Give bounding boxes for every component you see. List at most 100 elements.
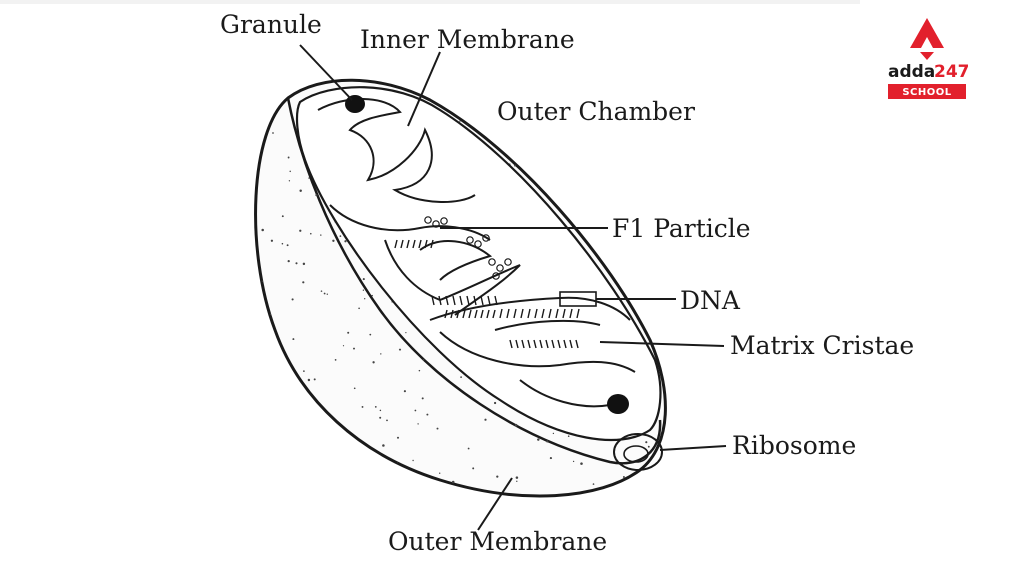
crista-ridge	[480, 295, 484, 306]
f1-particle-dot	[440, 217, 448, 225]
stipple-dot	[293, 422, 297, 426]
logo-tagline-bar	[888, 84, 966, 99]
stipple-dot	[281, 215, 284, 218]
top-band	[0, 0, 860, 4]
crista-ridge	[418, 239, 422, 249]
stipple-dot	[310, 232, 312, 235]
stipple-dot	[418, 369, 421, 372]
stipple-dot	[509, 147, 511, 149]
crista-ridge	[557, 339, 561, 349]
stipple-dot	[537, 438, 540, 441]
crista-ridge	[406, 239, 410, 249]
stipple-dot	[320, 290, 323, 292]
stipple-dot	[311, 410, 313, 413]
label-f1-particle: F1 Particle	[612, 214, 751, 243]
stipple-dot	[608, 196, 611, 199]
stipple-dot	[352, 468, 354, 470]
stipple-dot	[358, 307, 360, 310]
stipple-dot	[636, 477, 639, 480]
crista-ridge	[520, 308, 524, 319]
crista-ridge	[545, 339, 549, 349]
stipple-dot	[632, 179, 635, 182]
crista-ridge	[456, 309, 460, 319]
stipple-dot	[642, 262, 645, 265]
crista-ridge	[492, 309, 496, 319]
stipple-dot	[567, 435, 570, 437]
leader-ribosome	[659, 445, 727, 451]
stipple-dot	[308, 177, 310, 179]
logo-number: 247	[934, 62, 968, 82]
f1-particle-dot	[474, 240, 482, 248]
granule-dot-lower	[607, 394, 629, 414]
stipple-dot	[439, 472, 441, 474]
stipple-dot	[357, 469, 359, 472]
f1-particle-dot	[482, 234, 490, 242]
stipple-dot	[639, 254, 643, 257]
stipple-dot	[369, 333, 372, 336]
stipple-dot	[320, 234, 322, 236]
stipple-dot	[567, 140, 570, 143]
crista-ridge	[576, 308, 580, 319]
crista-ridge	[480, 309, 484, 319]
stipple-dot	[524, 167, 527, 170]
stipple-dot	[379, 409, 382, 412]
crista-ridge	[445, 295, 449, 306]
stipple-dot	[332, 239, 335, 242]
stipple-dot	[385, 459, 388, 462]
stipple-dot	[314, 434, 317, 437]
stipple-dot	[302, 281, 305, 284]
stipple-dot	[288, 180, 291, 182]
crista-ridge	[534, 308, 538, 319]
leader-lines	[299, 44, 727, 531]
stipple-dot	[291, 298, 294, 301]
logo-brand: adda	[888, 62, 935, 82]
f1-particle-dot	[492, 272, 500, 280]
stipple-dot	[645, 441, 648, 444]
stipple-dot	[607, 149, 610, 152]
stipple-dot	[364, 298, 366, 300]
stipple-dot	[296, 485, 299, 488]
stipple-dot	[552, 432, 555, 435]
stipple-dot	[313, 378, 316, 381]
granule-dot	[345, 95, 365, 113]
crista-ridge	[452, 295, 456, 306]
stipple-dot	[436, 427, 439, 430]
stipple-dot	[334, 428, 337, 431]
crista-ridge	[444, 309, 448, 319]
stipple-dot	[272, 337, 275, 339]
stipple-dot	[323, 292, 326, 295]
stipple-dot	[274, 425, 277, 428]
stipple-dot	[647, 445, 650, 448]
stipple-dot	[372, 361, 375, 364]
ribosome-oval	[613, 433, 663, 471]
stipple-dot	[421, 397, 424, 400]
label-outer-membrane: Outer Membrane	[388, 527, 607, 556]
label-ribosome: Ribosome	[732, 431, 856, 460]
stipple-dot	[386, 419, 388, 422]
crista-ridge	[430, 239, 434, 249]
f1-particle-dot	[466, 236, 474, 244]
crista-ridge	[424, 239, 428, 249]
stipple-dot	[299, 229, 302, 232]
stipple-dot	[515, 476, 519, 479]
stipple-dot	[353, 387, 356, 390]
stipple-dot	[307, 378, 311, 382]
stipple-dot	[412, 459, 414, 462]
label-inner-membrane: Inner Membrane	[360, 25, 575, 54]
stipple-dot	[405, 332, 407, 334]
stipple-dot	[592, 483, 595, 485]
stipple-dot	[289, 170, 291, 173]
crista-ridge	[506, 308, 510, 319]
crista-ridge	[431, 295, 435, 306]
stipple-dot	[367, 472, 370, 475]
f1-particle-dot	[496, 264, 504, 272]
crista-ridge	[450, 309, 454, 319]
stipple-dot	[460, 376, 462, 378]
stipple-dot	[530, 169, 532, 171]
crista-ridge	[487, 295, 491, 306]
logo-triangle-icon	[910, 18, 944, 48]
leader-inner-membrane	[407, 51, 441, 127]
stipple-dot	[631, 200, 634, 202]
crista-ridge	[466, 295, 470, 306]
stipple-dot	[414, 409, 417, 412]
